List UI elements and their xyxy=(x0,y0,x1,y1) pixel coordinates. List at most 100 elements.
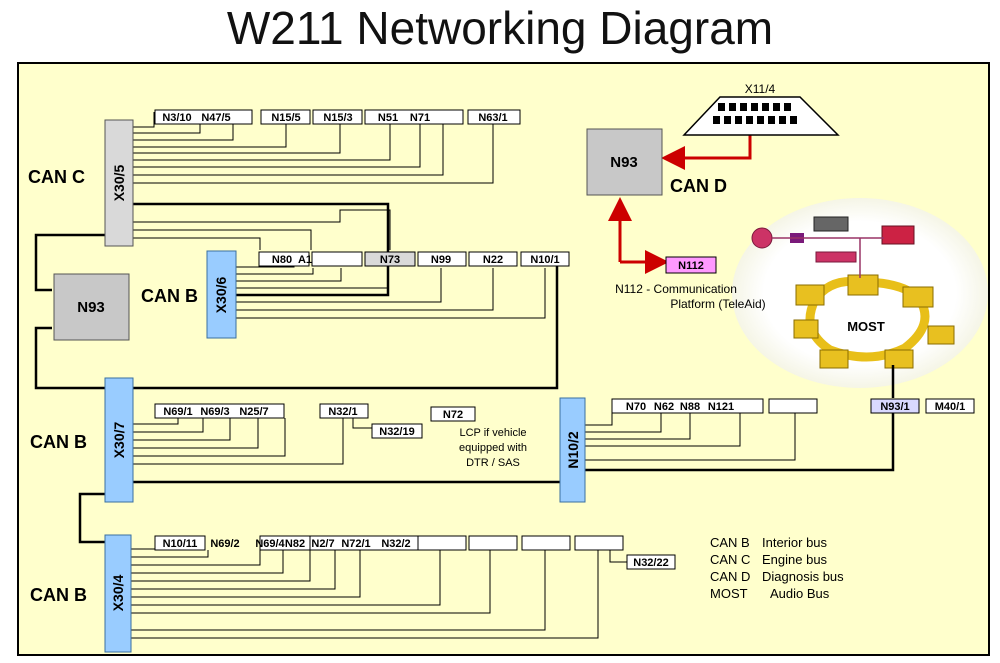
n93-diag-label: N93 xyxy=(610,154,638,171)
most-modules-illustration xyxy=(751,216,955,369)
x30-6-label: X30/6 xyxy=(213,276,229,313)
x30-7-module-label: N69/1 xyxy=(163,406,192,418)
can-c-label: CAN C xyxy=(28,167,85,187)
n72-note: LCP if vehicle equipped with DTR / SAS xyxy=(459,427,527,469)
x30-4-module-box xyxy=(417,535,467,551)
x30-7-module-box xyxy=(319,403,369,419)
can-c-module-label: N51 xyxy=(378,112,398,124)
x11-4-connector: X11/4 xyxy=(682,82,840,136)
most-module-label: M40/1 xyxy=(935,401,966,413)
legend-key-can-c: CAN C xyxy=(710,552,750,567)
n112-label: N112 xyxy=(678,260,704,272)
most-module-label: N93/1 xyxy=(880,401,909,413)
connector-x30-5: X30/5 xyxy=(104,119,134,247)
x30-4-module-label: N2/7 xyxy=(311,538,334,550)
x30-6-module-label: N80 xyxy=(272,254,292,266)
n112-desc-line2: Platform (TeleAid) xyxy=(670,297,765,311)
can-c-module-box xyxy=(467,109,521,125)
can-c-module-label: N3/10 xyxy=(162,112,191,124)
x30-4-module-label: N32/22 xyxy=(633,557,668,569)
n112-desc-line1: N112 - Communication xyxy=(615,282,737,296)
x30-4-module-label: N82 xyxy=(285,538,305,550)
x30-6-module-label: N10/1 xyxy=(530,254,559,266)
can-c-module-box xyxy=(154,109,253,125)
legend-key-can-b: CAN B xyxy=(710,535,750,550)
can-b-x30-6-label: CAN B xyxy=(141,286,198,306)
x11-4-label: X11/4 xyxy=(745,82,776,96)
x30-6-module-label: N73 xyxy=(380,254,400,266)
x30-6-module-label: N22 xyxy=(483,254,503,266)
can-c-module-box xyxy=(260,109,311,125)
x30-4-wires xyxy=(131,537,628,639)
x30-6-module-box xyxy=(468,251,518,267)
x30-7-module-label: N69/3 xyxy=(200,406,229,418)
legend-desc-most: Audio Bus xyxy=(770,586,830,601)
connector-x30-7: X30/7 xyxy=(104,377,134,503)
x30-4-module-label: N69/2 xyxy=(210,538,239,550)
n10-2-module-label: N88 xyxy=(680,401,700,413)
legend: CAN B Interior bus CAN C Engine bus CAN … xyxy=(710,535,844,601)
n72-note-line1: LCP if vehicle xyxy=(459,427,526,439)
page-title: W211 Networking Diagram xyxy=(226,2,774,54)
x30-7-module-box xyxy=(371,423,423,439)
legend-desc-can-c: Engine bus xyxy=(762,552,828,567)
can-b-x30-7-label: CAN B xyxy=(30,432,87,452)
x30-7-module-label: N32/19 xyxy=(379,426,414,438)
x30-6-module-box xyxy=(520,251,570,267)
x30-4-module-box xyxy=(468,535,518,551)
most-network: MOST xyxy=(732,198,988,398)
x30-6-module-box xyxy=(417,251,467,267)
n112-module: N112 xyxy=(665,256,717,274)
x30-4-module-label: N32/2 xyxy=(381,538,410,550)
x30-4-module-label: N10/11 xyxy=(163,538,198,550)
x30-7-module-label: N72 xyxy=(443,409,463,421)
most-module-box xyxy=(925,398,975,414)
can-c-module-label: N15/5 xyxy=(271,112,300,124)
can-d-label: CAN D xyxy=(670,176,727,196)
bus-wires xyxy=(34,202,895,544)
n10-2-module-box xyxy=(611,398,764,414)
n10-2-module-box xyxy=(768,398,818,414)
can-c-module-label: N15/3 xyxy=(323,112,352,124)
can-c-wires xyxy=(133,112,494,250)
x30-4-module-box xyxy=(154,535,206,551)
most-module-box xyxy=(870,398,920,414)
n10-2-module-label: N62 xyxy=(654,401,674,413)
x30-6-module-label: A1 xyxy=(298,254,312,266)
x30-6-module-box xyxy=(258,251,310,267)
legend-desc-can-b: Interior bus xyxy=(762,535,828,550)
x30-6-module-box xyxy=(364,251,416,267)
can-c-module-label: N63/1 xyxy=(478,112,507,124)
n72-note-line3: DTR / SAS xyxy=(466,457,520,469)
legend-key-most: MOST xyxy=(710,586,748,601)
n10-2-label: N10/2 xyxy=(565,431,581,469)
x30-7-module-label: N25/7 xyxy=(239,406,268,418)
connector-n10-2: N10/2 xyxy=(559,397,586,503)
x30-5-label: X30/5 xyxy=(111,164,127,201)
can-c-module-box xyxy=(364,109,464,125)
connector-x30-4: X30/4 xyxy=(104,534,132,653)
n93-main-label: N93 xyxy=(77,299,105,316)
n10-2-module-label: N121 xyxy=(708,401,734,413)
most-label: MOST xyxy=(847,319,885,334)
can-c-module-label: N47/5 xyxy=(201,112,230,124)
can-c-module-box xyxy=(312,109,363,125)
n72-note-line2: equipped with xyxy=(459,442,527,454)
x30-7-module-box xyxy=(154,403,285,419)
x30-7-module-label: N32/1 xyxy=(328,406,357,418)
x30-7-label: X30/7 xyxy=(111,421,127,458)
x30-4-module-box xyxy=(626,554,676,570)
x30-4-module-label: N69/4 xyxy=(255,538,285,550)
x30-6-module-box xyxy=(311,251,363,267)
can-c-module-label: N71 xyxy=(410,112,430,124)
legend-desc-can-d: Diagnosis bus xyxy=(762,569,844,584)
n10-2-module-label: N70 xyxy=(626,401,646,413)
x30-4-module-box xyxy=(574,535,624,551)
x30-7-wires xyxy=(133,418,374,465)
gateway-n93-main: N93 xyxy=(53,273,130,341)
n10-2-wires xyxy=(585,411,796,461)
legend-key-can-d: CAN D xyxy=(710,569,750,584)
can-b-x30-4-label: CAN B xyxy=(30,585,87,605)
